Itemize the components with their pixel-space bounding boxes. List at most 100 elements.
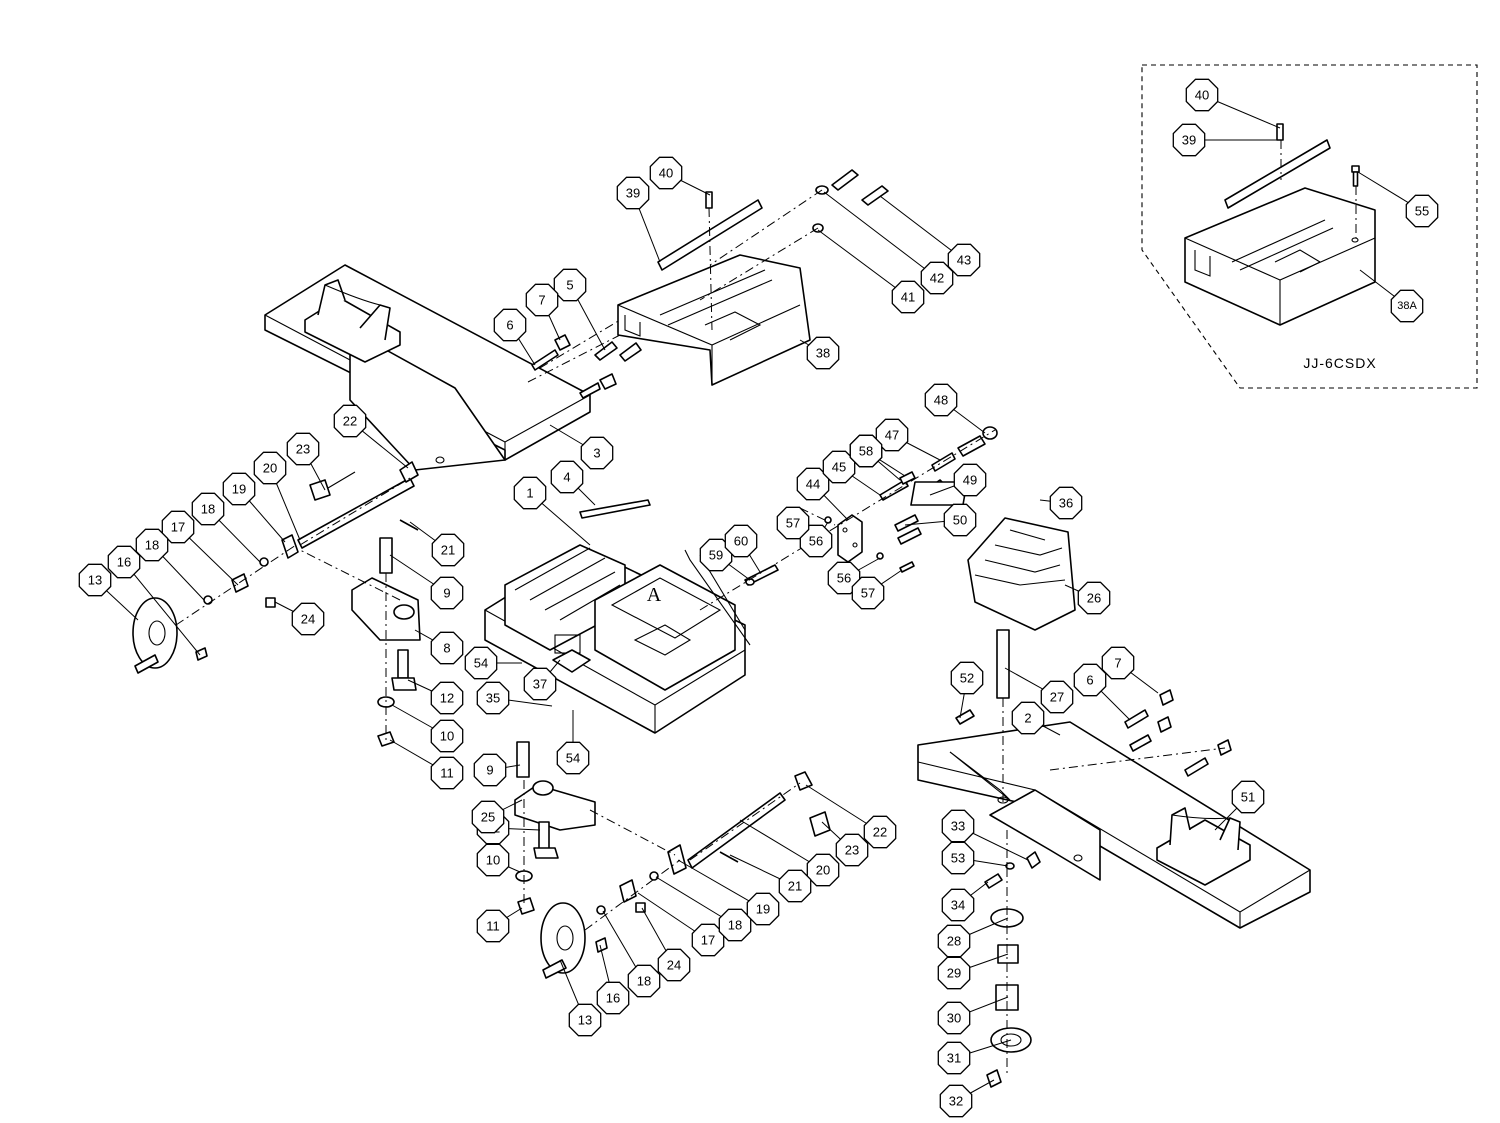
part-callout: 28	[937, 924, 971, 958]
callout-octagon	[430, 756, 464, 790]
part-callout: 21	[778, 869, 812, 903]
callout-number: 45	[832, 460, 846, 475]
part-callout: 12	[430, 681, 464, 715]
callout-octagon	[724, 524, 758, 558]
part-callout: 44	[796, 467, 830, 501]
callout-octagon	[941, 841, 975, 875]
part-callout: 13	[568, 1003, 602, 1037]
callout-octagon	[135, 528, 169, 562]
callout-octagon	[473, 753, 507, 787]
leader-line	[123, 561, 201, 656]
callout-octagon	[950, 661, 984, 695]
callout-number: 32	[949, 1094, 963, 1109]
callout-octagon	[746, 892, 780, 926]
part-callout: 45	[822, 450, 856, 484]
part-callout: 39	[1172, 123, 1206, 157]
callout-number: 9	[443, 586, 450, 601]
part-callout: 29	[937, 956, 971, 990]
part-callout: 38	[806, 336, 840, 370]
callout-number: 2	[1024, 711, 1031, 726]
part-callout: 18	[135, 528, 169, 562]
bearing-stack-drawing	[984, 830, 1041, 1088]
callout-number: 40	[1195, 88, 1209, 103]
part-callout: 4	[550, 460, 584, 494]
callout-number: 18	[201, 502, 215, 517]
callout-octagon	[806, 853, 840, 887]
callout-octagon	[953, 463, 987, 497]
callout-octagon	[863, 815, 897, 849]
callout-number: 18	[145, 538, 159, 553]
part-callout: 57	[776, 506, 810, 540]
callout-number: 10	[440, 729, 454, 744]
callout-number: 40	[659, 166, 673, 181]
inset-model-label: JJ-6CSDX	[1303, 355, 1376, 371]
callout-octagon	[556, 741, 590, 775]
callout-octagon	[161, 510, 195, 544]
part-callout: 7	[525, 283, 559, 317]
part-callout: 11	[476, 909, 510, 943]
callout-number: 31	[947, 1051, 961, 1066]
callout-number: 11	[440, 766, 454, 781]
part-callout: 22	[863, 815, 897, 849]
callout-number: 53	[951, 851, 965, 866]
leader-line	[823, 191, 938, 279]
callout-number: 57	[861, 586, 875, 601]
part-callout: 2	[1011, 701, 1045, 735]
part-callout: 16	[596, 981, 630, 1015]
callout-number: 3	[593, 446, 600, 461]
callout-number: 13	[578, 1013, 592, 1028]
callout-octagon	[1101, 646, 1135, 680]
callout-octagon	[430, 631, 464, 665]
callout-octagon	[924, 383, 958, 417]
left-lower-adjuster-drawing	[514, 741, 831, 979]
callout-octagon	[937, 1041, 971, 1075]
base-1-drawing: A	[484, 544, 751, 734]
callout-octagon	[493, 308, 527, 342]
part-callout: 30	[937, 1001, 971, 1035]
part-callout: 18	[627, 964, 661, 998]
bolts-5-6-7-drawing	[527, 319, 642, 399]
callout-octagon	[476, 681, 510, 715]
part-callout: 26	[1077, 581, 1111, 615]
bar-39-drawing	[1224, 139, 1331, 209]
callout-number: 54	[474, 656, 488, 671]
callout-number: 17	[701, 933, 715, 948]
callout-number: 43	[957, 253, 971, 268]
part-callout: 50	[943, 503, 977, 537]
callout-number: 12	[440, 691, 454, 706]
callout-octagon	[835, 833, 869, 867]
callout-number: 50	[953, 513, 967, 528]
part-callout: 24	[291, 602, 325, 636]
callout-octagon	[939, 1084, 973, 1118]
part-callout: 9	[430, 576, 464, 610]
callout-octagon	[776, 506, 810, 540]
callout-octagon	[1077, 581, 1111, 615]
part-callout: 38A	[1390, 289, 1424, 323]
callout-number: 60	[734, 534, 748, 549]
part-callout: 13	[78, 563, 112, 597]
callout-number: 36	[1059, 496, 1073, 511]
callout-number: 21	[441, 543, 455, 558]
base-marker-letter: A	[647, 584, 662, 606]
part-callout: 56	[827, 561, 861, 595]
callout-number: 18	[728, 918, 742, 933]
callout-octagon	[1040, 680, 1074, 714]
callout-octagon	[941, 888, 975, 922]
callout-octagon	[431, 533, 465, 567]
callout-number: 7	[1114, 656, 1121, 671]
callout-number: 39	[626, 186, 640, 201]
callout-octagon	[191, 492, 225, 526]
part-callout: 19	[746, 892, 780, 926]
plate-35-drawing	[552, 649, 591, 673]
callout-number: 56	[837, 571, 851, 586]
part-callout: 60	[724, 524, 758, 558]
part-callout: 10	[430, 719, 464, 753]
callout-octagon	[430, 576, 464, 610]
callout-number: 16	[117, 555, 131, 570]
callout-number: 10	[486, 853, 500, 868]
callout-octagon	[937, 1001, 971, 1035]
callout-number: 44	[806, 477, 820, 492]
screw-55-drawing	[1351, 165, 1360, 238]
callout-number: 25	[481, 810, 495, 825]
callout-number: 41	[901, 290, 915, 305]
